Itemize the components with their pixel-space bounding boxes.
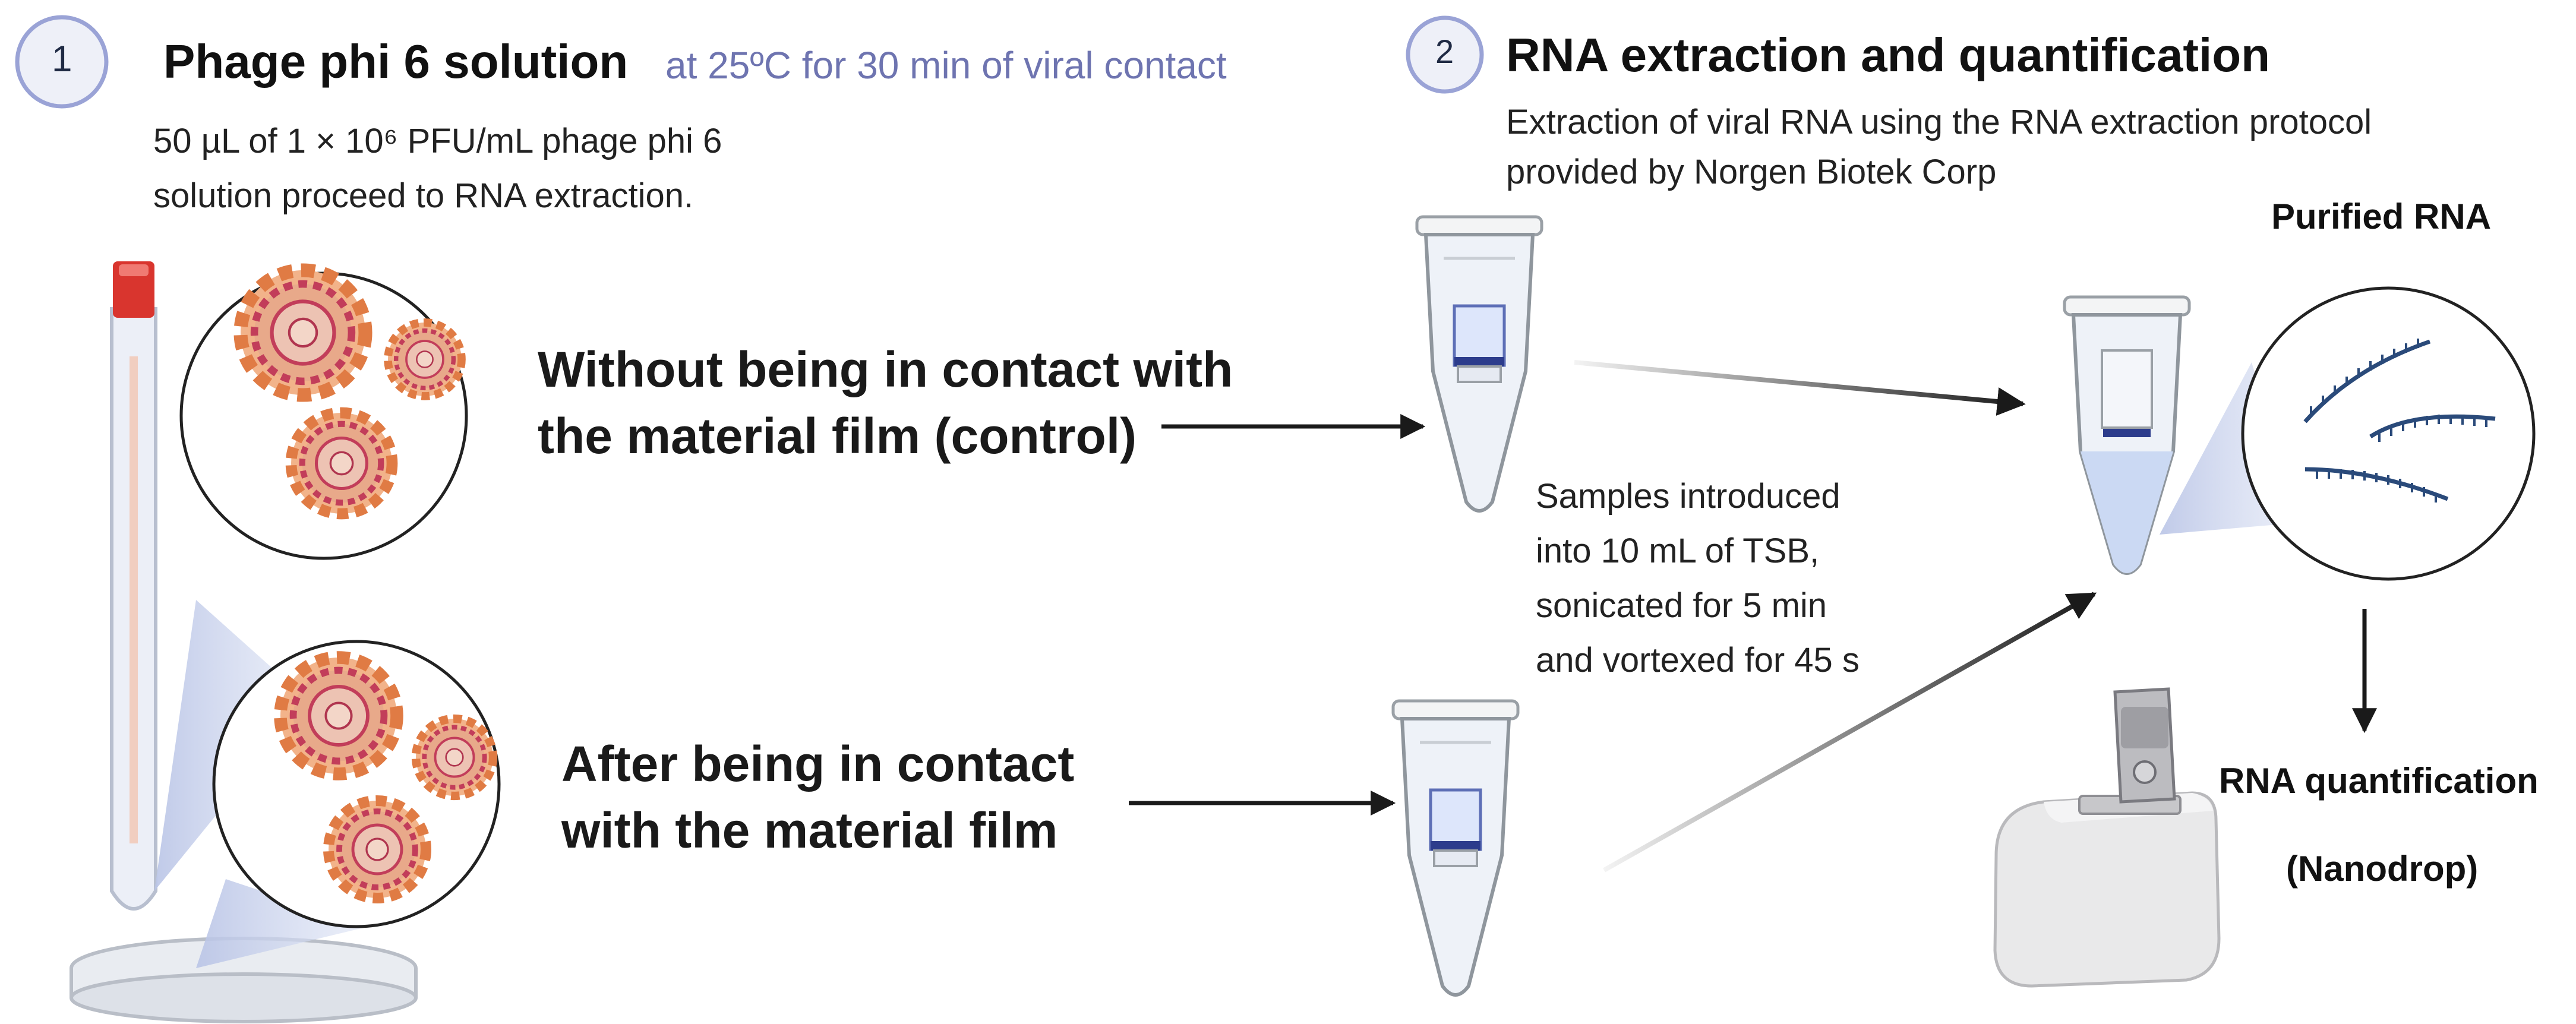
step2-number-badge — [1406, 15, 1484, 94]
step2-number: 2 — [1435, 33, 1454, 70]
sample-text-line2: into 10 mL of TSB, — [1536, 532, 1820, 570]
zoom-cone-dish — [196, 879, 368, 968]
contact-label-line1: After being in contact — [561, 736, 1075, 792]
step1-subtitle: at 25ºC for 30 min of viral contact — [665, 44, 1227, 87]
phage-zoom-circle-top — [179, 270, 468, 560]
step1-number-badge — [15, 15, 109, 109]
sample-text-line4: and vortexed for 45 s — [1536, 641, 1860, 679]
step1-desc-line2: solution proceed to RNA extraction. — [153, 176, 694, 215]
contact-label-line2: with the material film — [561, 802, 1058, 858]
step1-title: Phage phi 6 solution — [163, 35, 629, 88]
step2-desc-line1: Extraction of viral RNA using the RNA ex… — [1506, 103, 2372, 141]
purified-rna-label: Purified RNA — [2271, 197, 2492, 236]
control-label-line1: Without being in contact with — [538, 342, 1233, 397]
microcentrifuge-tube-icon — [2063, 295, 2191, 575]
step2-desc-line2: provided by Norgen Biotek Corp — [1506, 153, 1997, 191]
microcentrifuge-tube-icon — [1393, 701, 1518, 995]
petri-dish-icon — [70, 937, 418, 1023]
step2-title: RNA extraction and quantification — [1506, 29, 2271, 81]
sample-text-line1: Samples introduced — [1536, 477, 1841, 516]
step1-number: 1 — [52, 39, 72, 80]
microcentrifuge-tube-icon — [1417, 217, 1542, 511]
arrow-contact-to-purified — [1603, 592, 2097, 873]
test-tube-icon — [110, 261, 157, 911]
control-label-line2: the material film (control) — [538, 408, 1137, 464]
rna-quantification-label: RNA quantification — [2219, 761, 2539, 801]
nanodrop-device-icon — [1993, 687, 2221, 988]
sample-text-line3: sonicated for 5 min — [1536, 586, 1827, 625]
nanodrop-label: (Nanodrop) — [2286, 849, 2479, 889]
rna-zoom-circle — [2241, 286, 2536, 581]
step1-header — [15, 15, 109, 109]
arrow-control-to-purified — [1574, 360, 2026, 416]
step1-desc-line1: 50 µL of 1 × 10⁶ PFU/mL phage phi 6 — [153, 122, 722, 160]
phage-zoom-circle-bottom — [212, 640, 501, 928]
